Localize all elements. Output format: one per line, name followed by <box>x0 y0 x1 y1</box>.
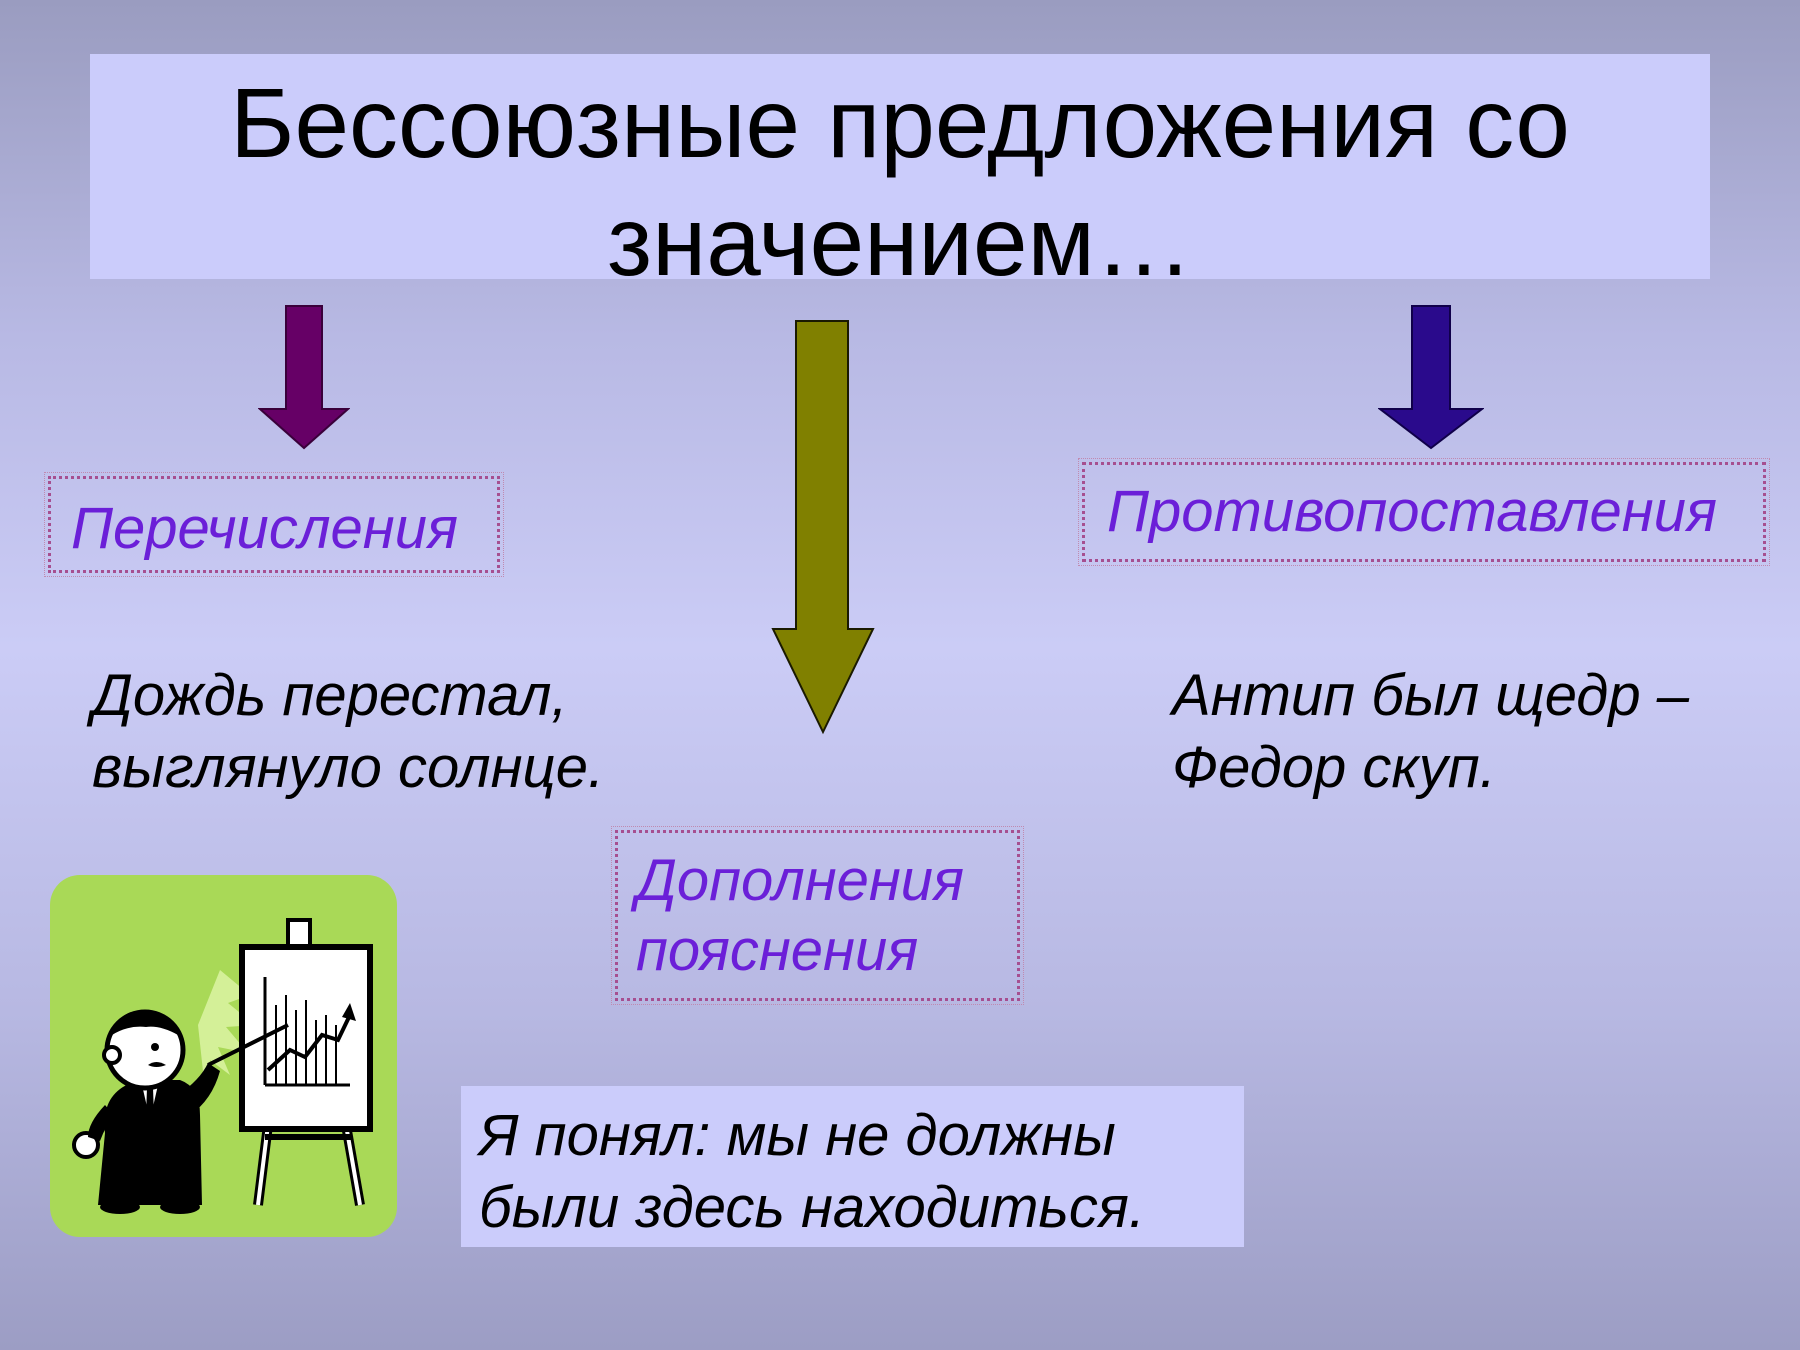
example-contrast-line-1: Антип был щедр – <box>1172 663 1689 728</box>
arrow-left <box>258 305 350 450</box>
title-line-2: значением… <box>607 186 1193 296</box>
title-box: Бессоюзные предложения со значением… <box>90 54 1710 296</box>
example-complement: Я понял: мы не должны были здесь находит… <box>461 1086 1244 1247</box>
example-contrast-line-2: Федор скуп. <box>1172 735 1496 800</box>
label-complement-line-2: пояснения <box>636 918 919 983</box>
arrow-right <box>1378 305 1484 450</box>
label-enumeration-text: Перечисления <box>71 496 458 561</box>
arrow-center <box>771 320 875 735</box>
label-contrast: Противопоставления <box>1078 458 1770 566</box>
example-complement-line-2: были здесь находиться. <box>479 1175 1145 1240</box>
example-enumeration: Дождь перестал, выглянуло солнце. <box>92 660 604 804</box>
example-enumeration-line-1: Дождь перестал, <box>92 663 568 728</box>
example-contrast: Антип был щедр – Федор скуп. <box>1172 660 1689 804</box>
label-enumeration: Перечисления <box>44 472 504 577</box>
presenter-with-chart-icon <box>50 875 397 1237</box>
example-enumeration-line-2: выглянуло солнце. <box>92 735 605 800</box>
example-complement-line-1: Я понял: мы не должны <box>479 1103 1116 1168</box>
label-contrast-text: Противопоставления <box>1107 479 1717 544</box>
title-line-1: Бессоюзные предложения со <box>230 68 1570 178</box>
label-complement-line-1: Дополнения <box>636 848 965 913</box>
label-complement: Дополнения пояснения <box>611 826 1024 1005</box>
